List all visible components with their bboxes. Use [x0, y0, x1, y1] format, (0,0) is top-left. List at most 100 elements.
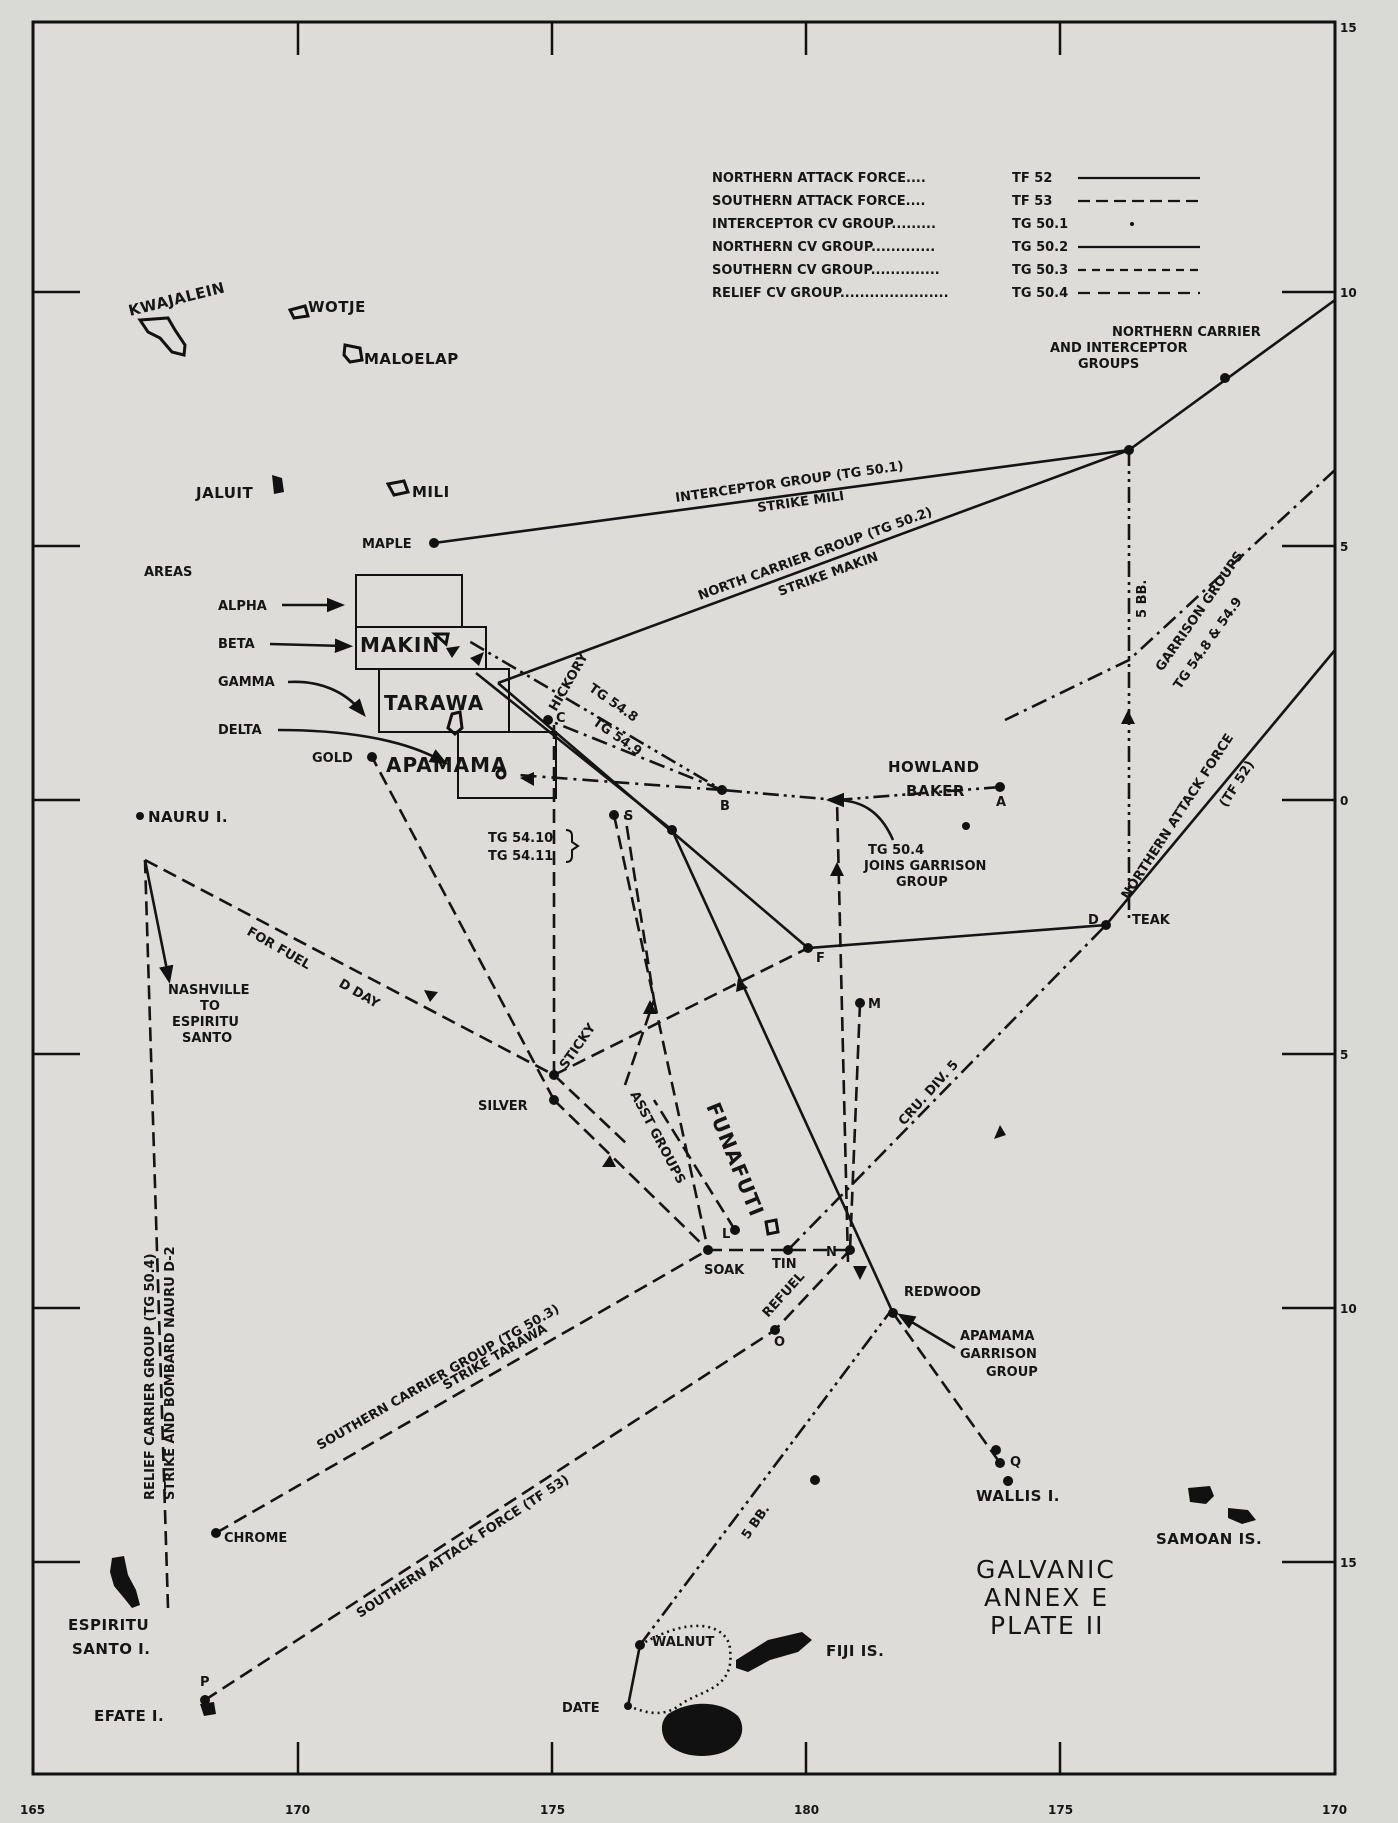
arrow-2 [520, 772, 534, 786]
point-nauru [136, 812, 144, 820]
point-p [200, 1695, 210, 1705]
tick-175-w: 175 [1048, 1803, 1073, 1817]
efate-island [200, 1702, 216, 1716]
label-tg504-3: GROUP [896, 875, 948, 890]
mili-atoll [385, 479, 410, 497]
label-northern-carrier-2: AND INTERCEPTOR [1050, 341, 1188, 356]
legend-name-tg502: NORTHERN CV GROUP............. [712, 240, 935, 255]
arrow-delta [277, 728, 448, 765]
label-m: M [868, 997, 881, 1012]
label-relief-1: RELIEF CARRIER GROUP (TG 50.4) [143, 1253, 158, 1500]
route-silver-gold [370, 756, 556, 1101]
route-tg504-join [825, 792, 895, 841]
route-northern-carrier-approach [1128, 298, 1336, 452]
label-silver: SILVER [478, 1099, 528, 1114]
brace-tg5410 [565, 829, 580, 863]
point-d [1101, 920, 1111, 930]
point-route-1 [1220, 373, 1230, 383]
route-north-carrier-tg502 [497, 448, 1130, 685]
arrow-5 [830, 862, 844, 876]
legend-code-tg501: TG 50.1 [1012, 217, 1068, 232]
route-tg548-549 [547, 718, 723, 792]
point-redwood [888, 1308, 898, 1318]
operation-areas [355, 574, 557, 799]
map-frame [31, 20, 1337, 1776]
label-wotje: WOTJE [308, 298, 366, 316]
label-n: N [826, 1245, 837, 1260]
legend-code-tf53: TF 53 [1012, 194, 1052, 209]
legend-code-tg503: TG 50.3 [1012, 263, 1068, 278]
route-southern-carrier [215, 1248, 709, 1535]
islands [110, 304, 1256, 1757]
legend-dot-tg501 [1130, 222, 1134, 226]
kwajalein-atoll [137, 316, 187, 357]
arrow-gamma [287, 680, 366, 717]
route-garrison-a-b [466, 638, 1001, 802]
label-northern-carrier-3: GROUPS [1078, 357, 1139, 372]
label-mili: MILI [412, 483, 450, 501]
label-apamama-garrison-1: APAMAMA [960, 1329, 1034, 1344]
route-tg54-apamama [517, 773, 723, 792]
route-date-walnut [626, 1644, 642, 1707]
label-tin: TIN [772, 1257, 797, 1272]
label-delta: DELTA [218, 723, 262, 738]
point-f [803, 943, 813, 953]
point-maple [429, 538, 439, 548]
area-delta-box [457, 731, 557, 799]
arrow-4 [1121, 710, 1135, 724]
label-a: A [996, 795, 1006, 810]
point-tin [783, 1245, 793, 1255]
tick-170-w: 170 [1322, 1803, 1347, 1817]
label-5bb-upper: 5 BB. [1135, 580, 1150, 618]
tick-lat-10s: 10 [1340, 1302, 1357, 1316]
route-points [136, 373, 1230, 1710]
point-junction [1124, 445, 1134, 455]
label-makin: MAKIN [360, 633, 440, 657]
makin-atoll [431, 632, 450, 647]
route-silver-soak [553, 1099, 709, 1251]
label-nashville-1: NASHVILLE [168, 983, 250, 998]
point-c [543, 715, 553, 725]
area-labels: AREAS ALPHA BETA GAMMA DELTA [144, 565, 448, 765]
point-labels: MAPLE GOLD SILVER STICKY SOAK TIN REDWOO… [200, 537, 1171, 1716]
legend-name-tg501: INTERCEPTOR CV GROUP......... [712, 217, 936, 232]
point-route-4 [810, 1475, 820, 1485]
legend-code-tg502: TG 50.2 [1012, 240, 1068, 255]
label-wallis: WALLIS I. [976, 1487, 1060, 1505]
label-c: C [556, 711, 566, 726]
point-a [995, 782, 1005, 792]
fiji-viti-levu [661, 1703, 743, 1757]
label-nashville-4: SANTO [182, 1031, 232, 1046]
label-areas: AREAS [144, 565, 192, 580]
samoan-islands [1188, 1486, 1256, 1524]
route-5bb-south [638, 1311, 892, 1646]
island-labels: KWAJALEIN WOTJE MALOELAP JALUIT MILI MAK… [68, 279, 1262, 1725]
routes [143, 298, 1336, 1715]
maloelap-atoll [342, 343, 364, 364]
tick-lat-0: 0 [1340, 794, 1348, 808]
legend-name-tf52: NORTHERN ATTACK FORCE.... [712, 171, 926, 186]
tarawa-atoll [446, 710, 464, 736]
label-nashville-2: TO [200, 999, 220, 1014]
jaluit-atoll [272, 475, 284, 494]
legend-code-tg504: TG 50.4 [1012, 286, 1068, 301]
point-chrome [211, 1528, 221, 1538]
label-nashville-3: ESPIRITU [172, 1015, 239, 1030]
legend-code-tf52: TF 52 [1012, 171, 1052, 186]
title-line-2: ANNEX E [984, 1583, 1109, 1612]
label-date: DATE [562, 1701, 600, 1716]
label-tg5411: TG 54.11 [488, 849, 553, 864]
route-redwood-wallis [891, 1312, 1002, 1464]
label-d: D [1088, 913, 1099, 928]
label-soak: SOAK [704, 1263, 745, 1278]
label-tarawa: TARAWA [384, 691, 484, 715]
legend-name-tf53: SOUTHERN ATTACK FORCE.... [712, 194, 925, 209]
route-nashville [143, 859, 174, 984]
label-redwood: REDWOOD [904, 1285, 981, 1300]
tick-170: 170 [285, 1803, 310, 1817]
route-fiji-dotted [627, 1624, 732, 1715]
route-s-soak [612, 814, 710, 1251]
legend-name-tg504: RELIEF CV GROUP...................... [712, 286, 949, 301]
label-espiritu-2: SANTO I. [72, 1640, 150, 1658]
label-baker: BAKER [906, 782, 965, 800]
